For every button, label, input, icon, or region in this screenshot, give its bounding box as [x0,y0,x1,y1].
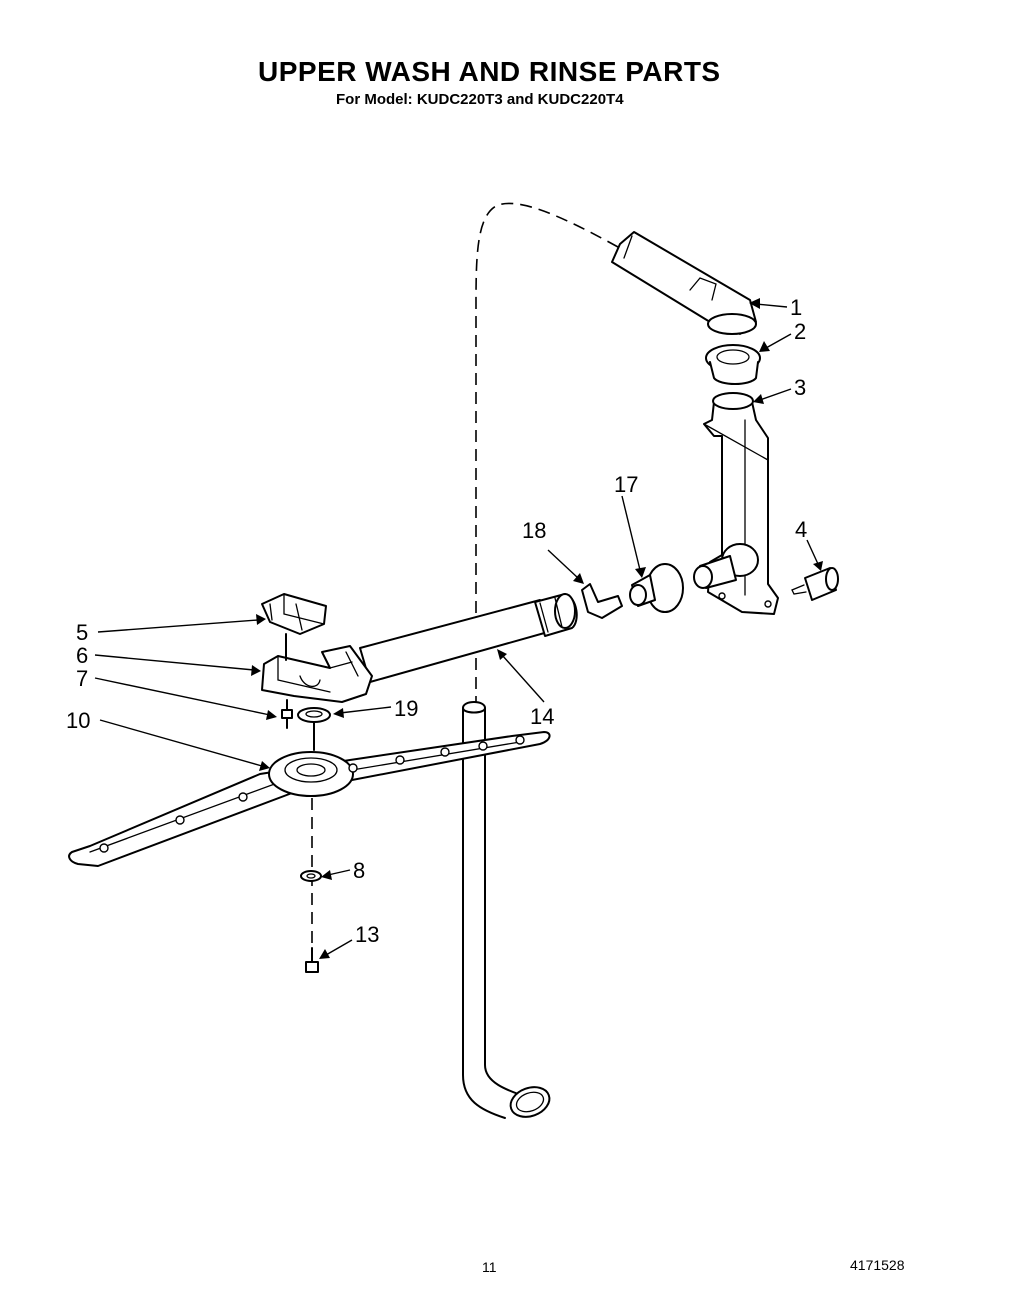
callout-4: 4 [795,517,807,542]
part-14-supply-tube [359,593,578,683]
callout-17: 17 [614,472,638,497]
model-subtitle: For Model: KUDC220T3 and KUDC220T4 [336,91,624,108]
part-3-manifold [693,392,779,615]
part-2-gasket-ring [705,344,761,385]
callout-14: 14 [530,704,554,729]
callout-7: 7 [76,666,88,691]
callout-13: 13 [355,922,379,947]
callout-6: 6 [76,643,88,668]
part-7-screw [281,699,293,729]
callout-3: 3 [794,375,806,400]
part-19-bearing-ring [297,707,331,751]
callout-18: 18 [522,518,546,543]
feed-tube [462,701,551,1119]
part-13-screw [305,947,319,973]
part-1-upper-tube-elbow [611,231,757,335]
callout-2: 2 [794,319,806,344]
callout-labels: 1 2 3 4 5 6 7 8 10 13 14 17 18 19 [66,295,807,947]
tube-routing-dashed-line [475,202,619,705]
callout-5: 5 [76,620,88,645]
part-4-cap [791,567,839,601]
callout-19: 19 [394,696,418,721]
part-10-spray-arm [68,731,551,867]
part-18-clip [581,583,623,619]
page-title: UPPER WASH AND RINSE PARTS [258,56,721,87]
part-8-washer [300,870,322,882]
callout-1: 1 [790,295,802,320]
part-5-clip-block [261,593,327,661]
document-number: 4171528 [850,1257,905,1273]
part-6-bracket [261,645,373,703]
callout-10: 10 [66,708,90,733]
callout-8: 8 [353,858,365,883]
leader-lines [94,298,823,959]
page-number: 11 [482,1259,497,1275]
part-17-flange-seal [629,563,684,613]
